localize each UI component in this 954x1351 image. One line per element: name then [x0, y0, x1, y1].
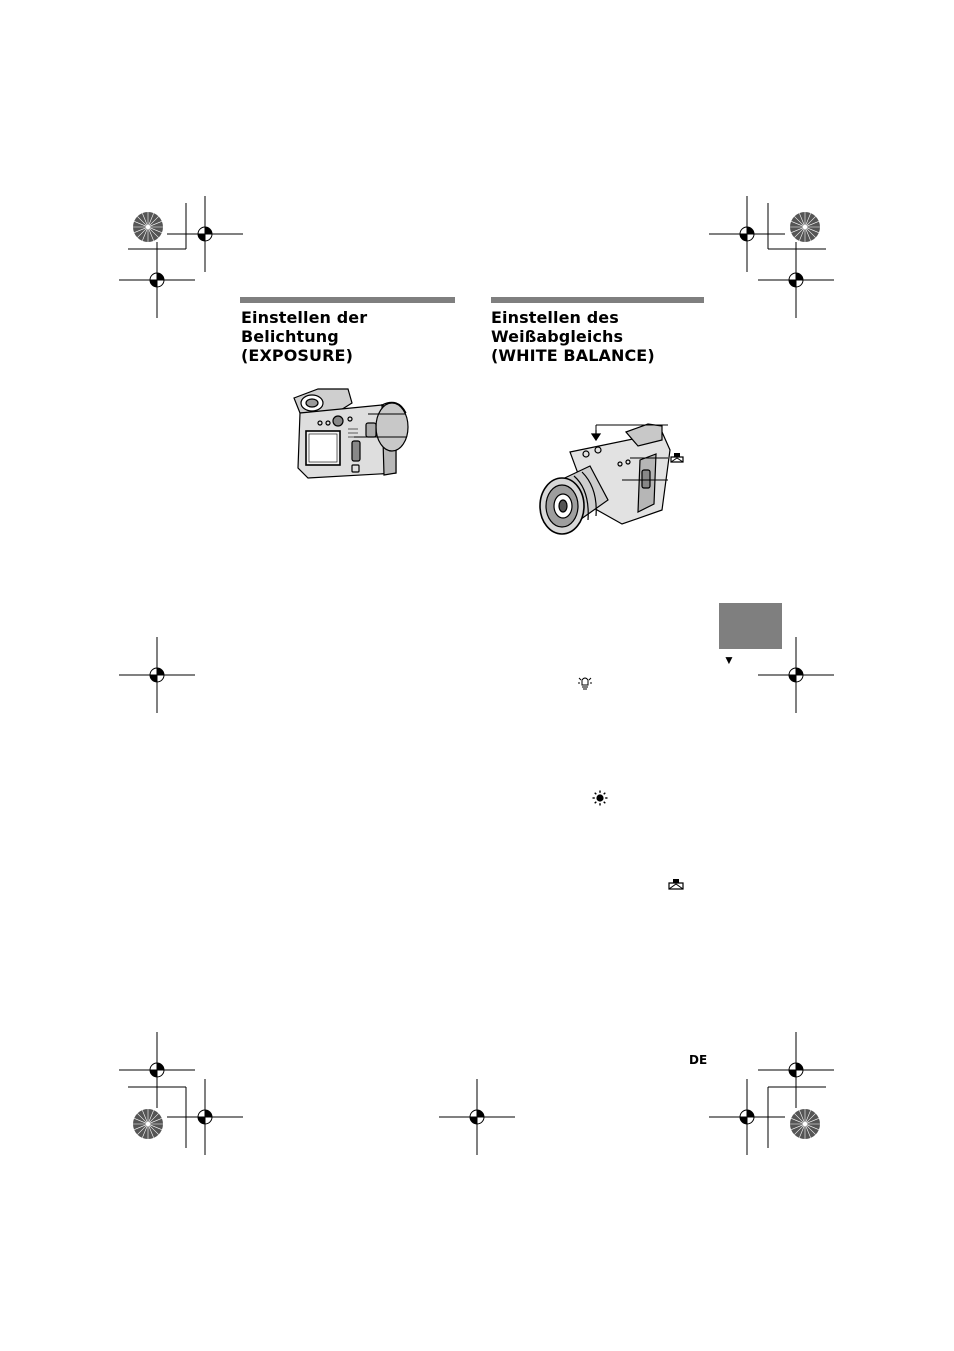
title-line: Belichtung: [241, 327, 339, 346]
camera-front-illustration: [539, 423, 684, 535]
incandescent-icon: [578, 677, 592, 690]
title-line: (WHITE BALANCE): [491, 346, 655, 365]
continue-arrow: ▼: [723, 653, 735, 667]
section-title-exposure: Einstellen der Belichtung (EXPOSURE): [241, 308, 367, 365]
sun-icon: [592, 790, 608, 806]
page-language-label: DE: [689, 1053, 708, 1067]
section-rule-exposure: [240, 297, 455, 303]
section-title-white-balance: Einstellen des Weißabgleichs (WHITE BALA…: [491, 308, 655, 365]
title-line: Einstellen des: [491, 308, 619, 327]
title-line: Weißabgleichs: [491, 327, 624, 346]
title-line: Einstellen der: [241, 308, 368, 327]
section-rule-white-balance: [491, 297, 704, 303]
chapter-tab: [719, 603, 782, 649]
camera-back-illustration: [293, 388, 409, 479]
one-push-white-balance-icon: [670, 453, 684, 463]
one-push-white-balance-icon: [668, 879, 684, 890]
title-line: (EXPOSURE): [241, 346, 353, 365]
